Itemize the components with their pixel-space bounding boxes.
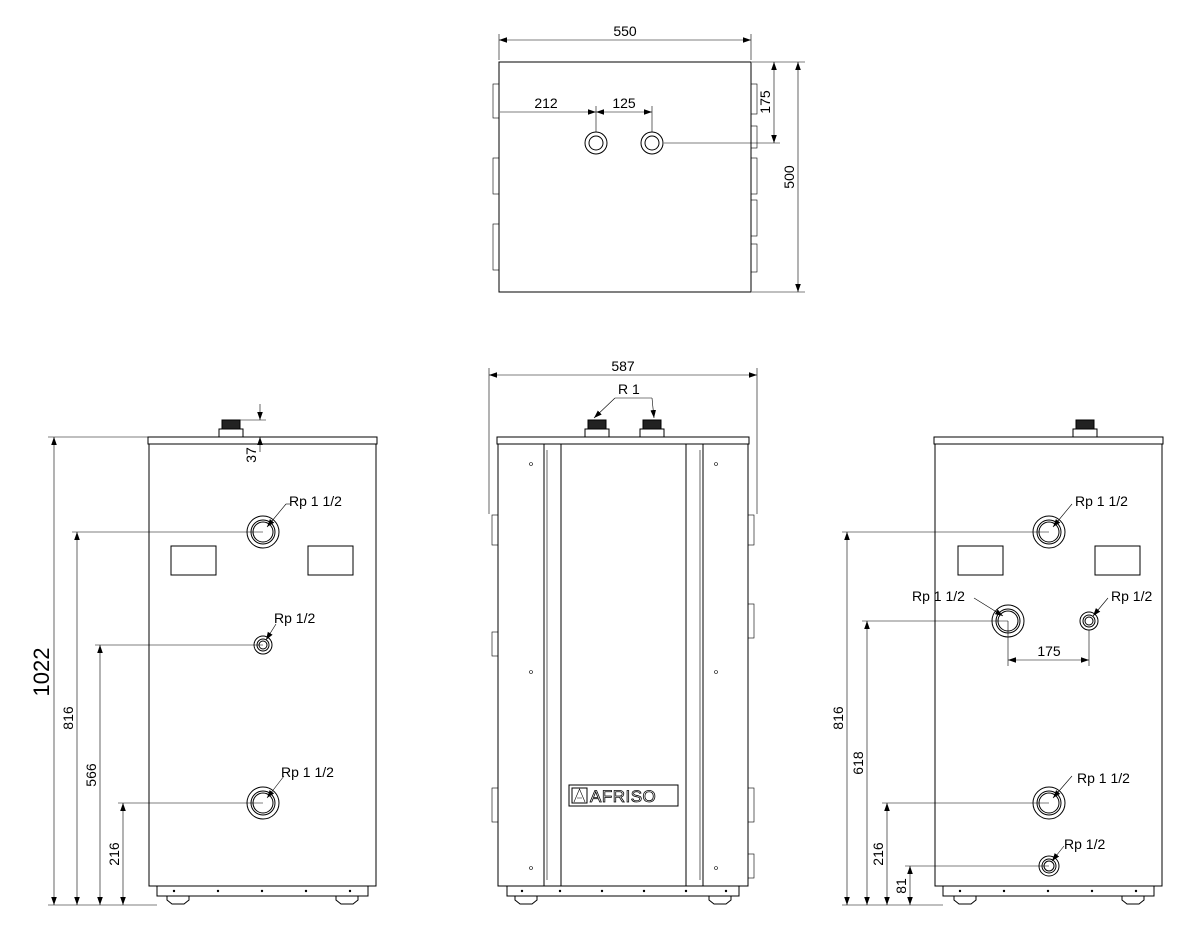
- dim-top-fitting: 37: [243, 447, 259, 463]
- top-fitting: [642, 419, 662, 430]
- dim-h-bottom: 81: [893, 878, 909, 894]
- pipe-connection: [640, 131, 664, 155]
- top-fitting: [587, 419, 607, 430]
- side-fitting: [491, 631, 499, 657]
- inspection-window: [307, 545, 354, 576]
- top-fitting-nut: [584, 428, 610, 438]
- top-view: 550 500 175 212 125: [492, 23, 805, 293]
- dim-width: 550: [613, 23, 637, 39]
- label-middle-left: Rp 1 1/2: [912, 588, 965, 604]
- right-view-lid: [933, 436, 1164, 445]
- label-bottom: Rp 1/2: [1064, 836, 1105, 852]
- top-fitting: [221, 419, 241, 430]
- front-view: R 1 AFRISO 587: [488, 358, 758, 905]
- top-view-fitting: [750, 125, 758, 149]
- pipe-connection: [644, 135, 660, 151]
- front-view-body: [497, 443, 749, 887]
- left-view-lid: [147, 436, 378, 445]
- label-middle: Rp 1/2: [274, 610, 315, 626]
- right-view: Rp 1 1/2 Rp 1 1/2 Rp 1/2 Rp 1 1/2 Rp 1/2…: [830, 419, 1164, 906]
- top-view-fitting: [750, 243, 758, 273]
- left-view-base: [156, 885, 369, 897]
- dim-depth: 500: [781, 165, 797, 189]
- front-view-lid: [496, 436, 750, 445]
- foot: [166, 896, 190, 905]
- pipe-connection: [1082, 614, 1096, 628]
- label-lower: Rp 1 1/2: [1077, 770, 1130, 786]
- inspection-window: [957, 545, 1004, 576]
- top-view-fitting: [492, 83, 500, 119]
- top-fitting-nut: [1072, 428, 1098, 438]
- inspection-window: [1094, 545, 1141, 576]
- top-view-fitting: [492, 157, 500, 195]
- dim-h-lower: 216: [870, 842, 886, 866]
- side-fitting: [747, 603, 755, 639]
- right-view-base: [942, 885, 1155, 897]
- label-middle-right: Rp 1/2: [1111, 588, 1152, 604]
- dim-h-upper: 816: [830, 706, 846, 730]
- foot: [1121, 896, 1145, 905]
- pipe-connection: [1084, 616, 1094, 626]
- logo-text: AFRISO: [590, 787, 656, 806]
- label-top-thread: R 1: [618, 381, 640, 397]
- top-fitting-nut: [218, 428, 244, 438]
- side-fitting: [747, 787, 755, 823]
- top-view-fitting: [492, 223, 500, 271]
- afriso-logo: AFRISO: [568, 784, 679, 807]
- dim-h-middle: 618: [850, 751, 866, 775]
- top-view-fitting: [750, 199, 758, 237]
- left-view: Rp 1 1/2 Rp 1/2 Rp 1 1/2 1022 816 566 21…: [29, 404, 378, 906]
- pipe-connection: [584, 131, 608, 155]
- dim-spacing: 175: [1037, 643, 1061, 659]
- side-fitting: [491, 787, 499, 823]
- front-view-base: [506, 885, 740, 897]
- side-fitting: [747, 853, 755, 879]
- dim-h-lower: 216: [106, 842, 122, 866]
- label-upper: Rp 1 1/2: [289, 493, 342, 509]
- label-lower: Rp 1 1/2: [281, 764, 334, 780]
- label-upper: Rp 1 1/2: [1075, 493, 1128, 509]
- dim-width: 587: [611, 358, 635, 374]
- right-view-body: [934, 443, 1163, 887]
- dim-h-upper: 816: [60, 706, 76, 730]
- dim-spacing: 125: [612, 95, 636, 111]
- top-fitting-nut: [639, 428, 665, 438]
- foot: [708, 896, 732, 905]
- dim-offset-right: 175: [757, 90, 773, 114]
- side-fitting: [747, 514, 755, 546]
- left-view-body: [148, 443, 377, 887]
- dim-h-middle: 566: [83, 763, 99, 787]
- top-fitting: [1075, 419, 1095, 430]
- dim-offset-left: 212: [534, 95, 558, 111]
- top-view-fitting: [750, 157, 758, 195]
- foot: [953, 896, 977, 905]
- foot: [335, 896, 359, 905]
- dim-total-height: 1022: [29, 648, 54, 697]
- side-fitting: [491, 514, 499, 546]
- foot: [514, 896, 538, 905]
- top-view-fitting: [750, 83, 758, 115]
- pipe-connection: [588, 135, 604, 151]
- inspection-window: [170, 545, 217, 576]
